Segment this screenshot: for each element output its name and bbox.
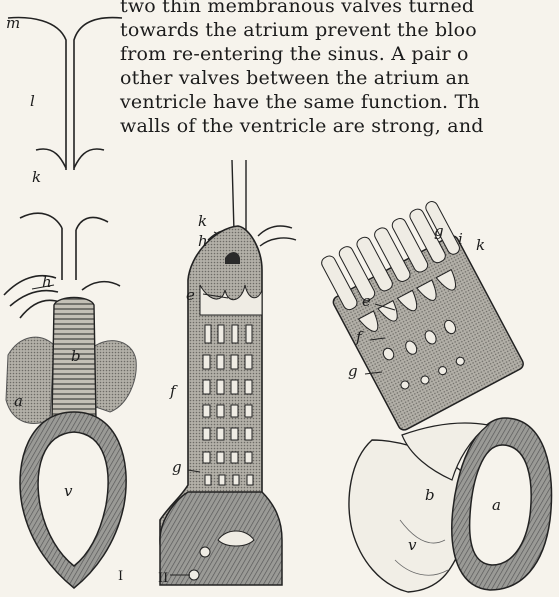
fig3-label-a: a: [492, 496, 501, 514]
fig1-label-a: a: [14, 392, 23, 410]
fig1-ventricle: [20, 412, 126, 588]
fig1-label-v: v: [64, 482, 73, 500]
fig2-label-f: f: [169, 382, 178, 400]
fig3-label-g: g: [434, 222, 444, 240]
figure-3: g i k e f g b a v: [312, 199, 551, 592]
fig1-vessels: [4, 18, 122, 318]
fig1-label-h: h: [42, 273, 52, 291]
fig3-label-b: b: [425, 486, 435, 504]
fig2-number: II: [158, 571, 168, 586]
fig3-label-e: e: [362, 292, 371, 310]
fig1-number: I: [118, 569, 123, 584]
fig1-label-l: l: [30, 92, 35, 110]
figure-1: m l k h b a v I: [4, 14, 136, 588]
fig1-label-k: k: [32, 168, 41, 186]
fig1-label-m: m: [6, 14, 20, 32]
fig1-label-b: b: [71, 347, 81, 365]
fig3-opened-bulbus: [312, 199, 525, 432]
figure-2: k h e f g II: [158, 160, 296, 586]
fig2-label-k: k: [198, 212, 207, 230]
fig2-label-g: g: [172, 458, 182, 476]
fig2-label-h: h: [198, 232, 208, 250]
fig3-label-v: v: [408, 536, 417, 554]
fig3-label-k: k: [476, 236, 485, 254]
fig2-label-e: e: [186, 286, 195, 304]
fig3-label-i: i: [458, 230, 463, 248]
fig3-label-g2: g: [348, 362, 358, 380]
